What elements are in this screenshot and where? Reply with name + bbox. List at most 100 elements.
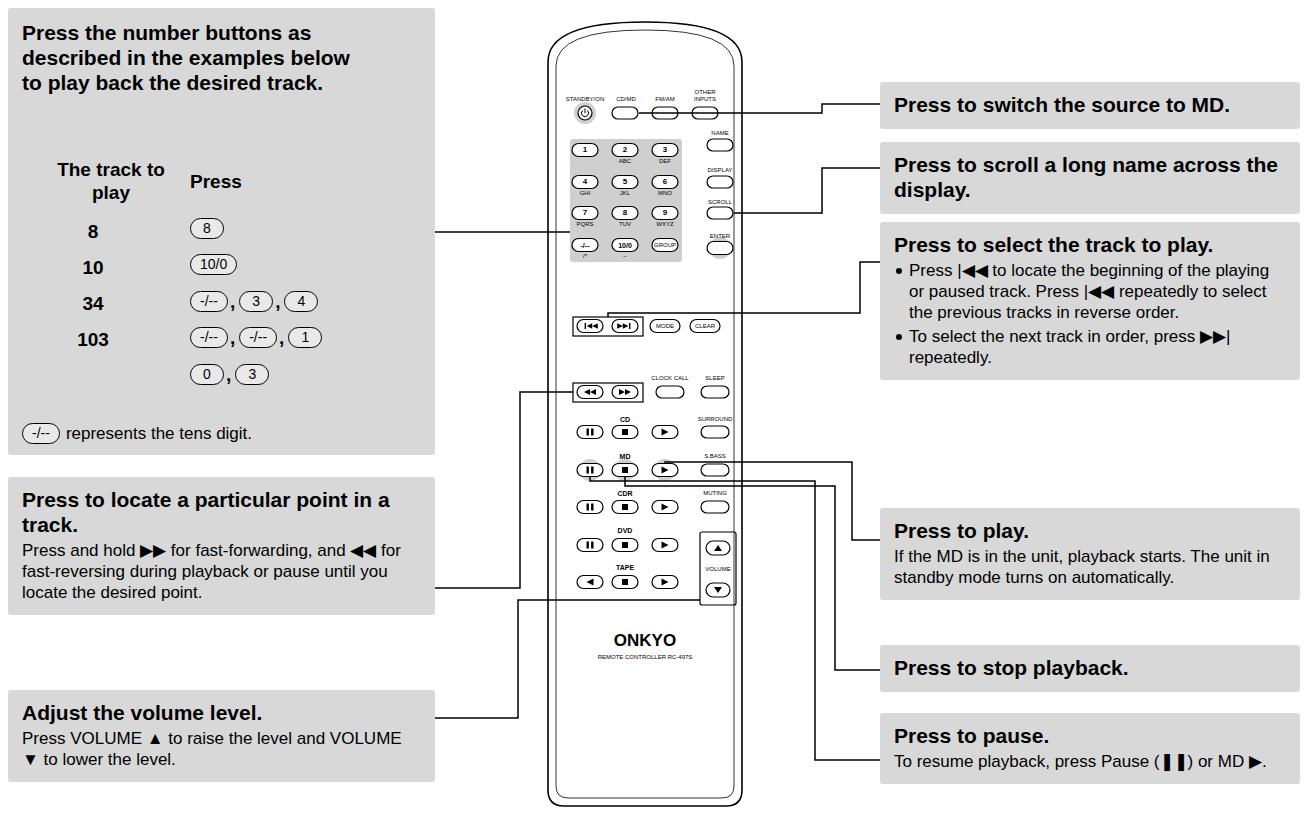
button-label: OTHER INPUTS: [690, 89, 720, 102]
example-row: 0,3: [190, 363, 269, 386]
remote-button: [577, 576, 603, 589]
bullet-dot: [896, 268, 902, 274]
remote-button: [652, 464, 678, 477]
button-label: CLEAR: [695, 323, 715, 329]
button-symbol: [584, 389, 596, 395]
remote-button: [707, 176, 733, 188]
example-text: Press: [190, 170, 242, 193]
power-symbol: [581, 109, 588, 117]
callout-panel: Press to pause.To resume playback, press…: [880, 713, 1300, 784]
remote-button: [612, 144, 638, 157]
button-outline: [707, 176, 733, 188]
remote-button: [612, 426, 638, 439]
remote-button: [612, 501, 638, 514]
example-row: -/--,-/--,1: [190, 326, 322, 349]
button-outline: [701, 501, 729, 513]
panel-heading: Press to switch the source to MD.: [894, 92, 1286, 117]
example-row: 103: [63, 328, 123, 351]
button-outline: [577, 426, 603, 439]
remote-body: [548, 22, 742, 806]
example-text: 10/0: [190, 254, 237, 275]
button-symbol: [662, 467, 669, 474]
example-text: 1: [288, 327, 322, 348]
button-outline: [577, 386, 603, 399]
leader-line: [435, 231, 570, 233]
remote-button: [652, 501, 678, 514]
remote-button: [572, 144, 598, 157]
button-label: CD/MD: [616, 96, 636, 102]
button-outline: [612, 464, 638, 477]
button-outline: [650, 320, 680, 333]
button-outline: [572, 144, 598, 157]
remote-button: [652, 239, 678, 252]
callout-panel: Press to locate a particular point in a …: [8, 477, 435, 615]
button-outline: [572, 207, 598, 220]
button-outline: [701, 426, 729, 438]
example-text: 0: [190, 364, 224, 385]
example-text: ,: [279, 326, 284, 349]
button-label: GHI: [580, 190, 591, 196]
button-outline: [690, 320, 720, 333]
remote-button: [707, 242, 733, 255]
panel-heading: Press to locate a particular point in a …: [22, 487, 421, 537]
button-label: WXYZ: [656, 221, 673, 227]
remote-button: [577, 464, 603, 477]
example-row: Press: [190, 170, 242, 193]
remote-button: [612, 239, 638, 252]
button-label: 5: [623, 178, 627, 186]
button-label: 10/0: [618, 242, 632, 249]
button-symbol: [587, 542, 594, 549]
leader-line: [665, 462, 880, 540]
button-outline: [612, 239, 638, 252]
leader-line: [435, 392, 573, 588]
button-symbol: [662, 429, 669, 436]
callout-panel: Press the number buttons as described in…: [8, 8, 435, 455]
button-outline: [652, 539, 678, 552]
button-label: DEF: [659, 158, 671, 164]
button-label: 4: [583, 178, 587, 186]
remote-button: [706, 541, 730, 555]
button-label: DISPLAY: [708, 167, 733, 173]
remote-button: [706, 583, 730, 597]
bullet-dot: [896, 334, 902, 340]
example-text: 8: [190, 218, 224, 239]
button-outline: [652, 464, 678, 477]
remote-button: [701, 426, 729, 438]
panel-body: Press VOLUME ▲ to raise the level and VO…: [22, 728, 421, 770]
button-outline: [612, 207, 638, 220]
button-label: _: [623, 251, 626, 257]
remote-button: [572, 176, 598, 189]
button-outline: [612, 144, 638, 157]
button-label: CD: [620, 416, 630, 423]
remote-button: [652, 576, 678, 589]
button-label: S.BASS: [704, 453, 726, 459]
button-label: TUV: [619, 221, 631, 227]
remote-button: [612, 386, 638, 399]
example-text: represents the tens digit.: [66, 423, 252, 444]
example-row: The track to play: [46, 158, 176, 204]
callout-panel: Press to play.If the MD is in the unit, …: [880, 508, 1300, 600]
panel-heading: Press to pause.: [894, 723, 1286, 748]
button-symbol: [587, 429, 594, 436]
button-symbol: [662, 504, 669, 511]
button-outline: [652, 144, 678, 157]
button-outline: [612, 386, 638, 399]
example-row: 10: [63, 256, 123, 279]
remote-button: [578, 106, 592, 120]
button-outline: [706, 583, 730, 597]
button-outline: [577, 464, 603, 477]
example-text: ,: [230, 290, 235, 313]
remote-button: [652, 539, 678, 552]
button-outline: [612, 426, 638, 439]
remote-button: [612, 207, 638, 220]
remote-button: [612, 539, 638, 552]
example-text: -/--: [190, 327, 228, 348]
callout-panel: Press to switch the source to MD.: [880, 82, 1300, 129]
button-label: MNO: [658, 190, 672, 196]
volume-group-box: [700, 532, 736, 605]
remote-button: [612, 320, 638, 333]
panel-body: Press and hold ▶▶ for fast-forwarding, a…: [22, 540, 421, 603]
remote-button: [650, 320, 680, 333]
button-outline: [656, 386, 684, 398]
